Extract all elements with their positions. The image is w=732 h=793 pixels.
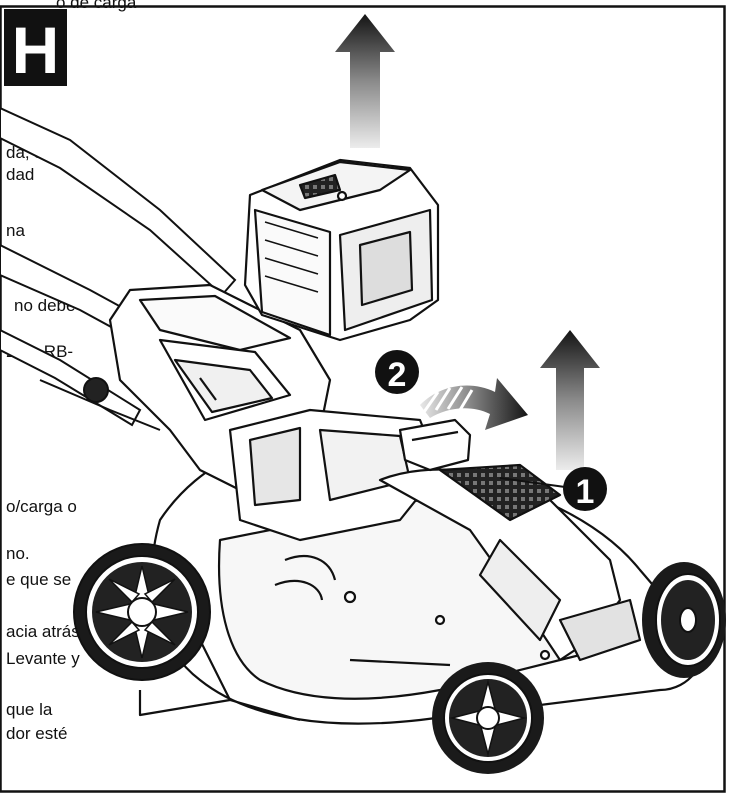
text-fragment: no. bbox=[6, 544, 30, 563]
panel-letter: H bbox=[12, 13, 60, 87]
panel-letter-badge: H bbox=[4, 9, 67, 87]
text-fragment: Levante y bbox=[6, 649, 80, 668]
panel-border bbox=[0, 5, 726, 793]
lift-arrow-top bbox=[335, 14, 395, 148]
text-fragment: e que se bbox=[6, 570, 72, 589]
text-fragment: que la bbox=[6, 700, 53, 719]
mower-body bbox=[108, 283, 704, 725]
rotate-arrow bbox=[420, 378, 528, 430]
callout-number: 1 bbox=[576, 473, 595, 511]
callout-1: 1 bbox=[563, 467, 607, 511]
wheel-front-center bbox=[432, 662, 544, 774]
text-fragment: dad bbox=[6, 165, 35, 184]
wheel-rear-left bbox=[73, 543, 211, 681]
battery-pack bbox=[243, 158, 440, 342]
text-fragment: na bbox=[6, 221, 25, 240]
wheel-front-right bbox=[642, 562, 726, 678]
lift-arrow-right bbox=[540, 330, 600, 470]
callout-2: 2 bbox=[375, 350, 419, 394]
text-fragment: dor esté bbox=[6, 724, 68, 743]
text-fragment: acia atrás bbox=[6, 622, 80, 641]
callout-leader-1 bbox=[499, 477, 566, 488]
callout-number: 2 bbox=[388, 356, 407, 394]
text-fragment: o/carga o bbox=[6, 497, 77, 516]
